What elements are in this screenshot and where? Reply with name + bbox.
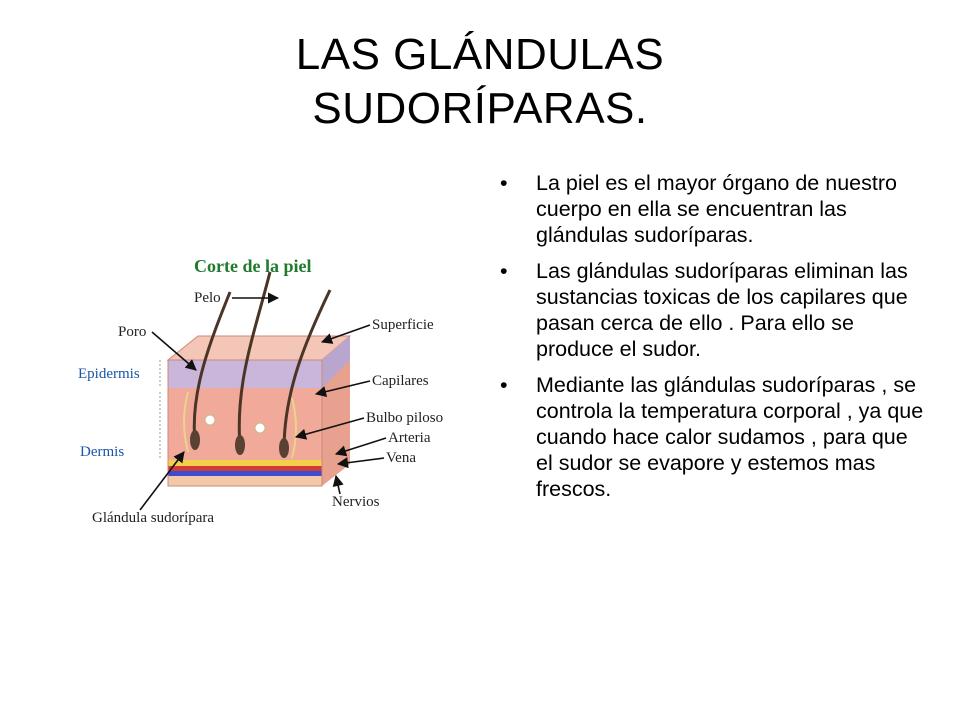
label-epidermis: Epidermis [78, 366, 140, 382]
arrow-nervios [332, 474, 344, 495]
arrow-capilares [314, 380, 371, 398]
bullet-marker: • [500, 259, 508, 283]
label-poro: Poro [118, 324, 146, 340]
label-pelo: Pelo [194, 290, 221, 306]
label-bulbo-piloso: Bulbo piloso [366, 410, 443, 426]
diagram-title: Corte de la piel [194, 256, 311, 276]
arrow-superficie [320, 324, 371, 344]
label-glandula-sudoripara: Glándula sudorípara [92, 510, 214, 526]
bullet-text: La piel es el mayor órgano de nuestro cu… [536, 171, 897, 247]
label-nervios: Nervios [332, 494, 380, 510]
bullet-list: • La piel es el mayor órgano de nuestro … [496, 170, 926, 512]
slide-title: LAS GLÁNDULAS SUDORÍPARAS. [150, 28, 810, 136]
label-capilares: Capilares [372, 373, 429, 389]
label-arteria: Arteria [388, 430, 431, 446]
bullet-item: • La piel es el mayor órgano de nuestro … [496, 170, 926, 248]
bullet-marker: • [500, 171, 508, 195]
bullet-text: Mediante las glándulas sudoríparas , se … [536, 373, 924, 501]
bullet-item: • Las glándulas sudoríparas eliminan las… [496, 258, 926, 362]
bullet-item: • Mediante las glándulas sudoríparas , s… [496, 372, 926, 502]
arrow-bulbo-piloso [294, 417, 365, 440]
arrow-poro [151, 331, 197, 371]
hair-follicles [183, 271, 332, 459]
label-vena: Vena [386, 450, 416, 466]
bullet-marker: • [500, 373, 508, 397]
arrow-glandula-sudoripara [139, 451, 185, 511]
slide-title-line-1: LAS GLÁNDULAS [295, 30, 665, 79]
label-dermis: Dermis [80, 444, 124, 460]
slide-title-line-2: SUDORÍPARAS. [312, 84, 648, 133]
label-superficie: Superficie [372, 317, 434, 333]
arrow-vena [336, 457, 385, 469]
arrow-arteria [334, 437, 387, 457]
skin-cross-section-diagram: Corte de la piel Pelo Poro Super [78, 256, 443, 526]
bullet-text: Las glándulas sudoríparas eliminan las s… [536, 259, 908, 361]
